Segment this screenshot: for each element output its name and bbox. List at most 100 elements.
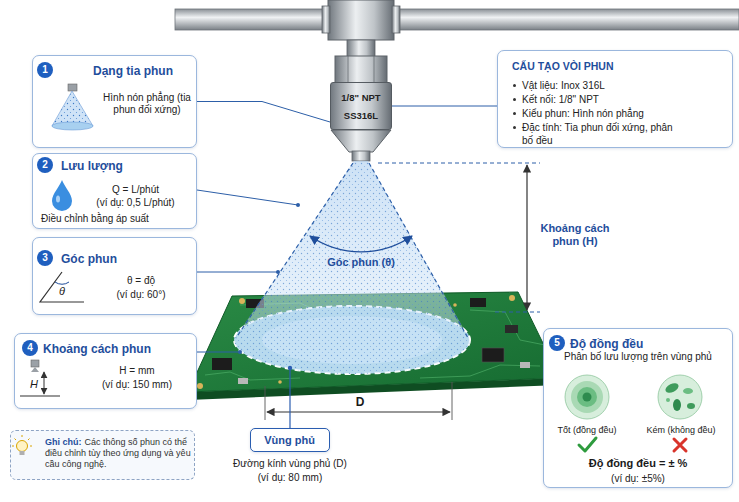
callout-circle [549,335,565,351]
box-text: (ví dụ: 150 mm) [83,379,191,391]
box-heading: Góc phun [61,252,181,266]
callout-circle [37,250,53,266]
pcb-pad [509,295,515,301]
pcb-trace [205,372,300,380]
pcb-chip [212,358,232,370]
callout-circle [37,157,53,173]
pcb-pad [278,380,282,384]
uneven-blob [673,399,681,411]
dimension-extension [495,312,540,313]
supply-pipe [175,9,739,30]
dimension-extension [452,382,453,420]
box-text: Phân bố lưu lượng trên vùng phủ [544,351,732,363]
pcb-pad [197,383,203,389]
box-text: Tốt (đồng đều) [546,424,628,436]
diameter-example: (ví dụ: 80 mm) [215,472,365,484]
nozzle-icon [31,360,39,367]
parameter-box: Dạng tia phunHình nón phẳng (tia phun đố… [32,55,197,148]
pcb-resistor [520,362,530,368]
note-box: Ghi chú:Các thông số phun có thể điều ch… [10,430,195,480]
box-text: Q = L/phút [78,184,193,196]
box-heading: Lưu lượng [61,159,181,173]
uneven-disc [658,375,702,419]
ground-line [20,395,60,396]
fitting-ring [322,6,330,33]
bulb-base [20,451,25,455]
cone-icon [52,91,93,126]
box-heading: Dạng tia phun [93,64,213,78]
uneven-blob [666,398,670,402]
pipe-stub [347,40,375,57]
spray-droplets [234,161,470,374]
box-text: Vùng phủ [251,434,328,446]
parameter-box: Góc phun θ = độ (ví dụ: 60°) [32,237,197,315]
uneven-blob [664,381,680,394]
box-heading: Độ đồng đều [570,337,720,351]
leader-line [289,368,290,428]
cone-icon-droplets [52,91,93,126]
note-heading: Ghi chú: [45,437,82,447]
distance-icon-arrow [44,372,45,394]
angle-icon [40,272,84,302]
bullet-dot [513,126,516,129]
uniform-ring [565,375,609,419]
uniform-ring [583,393,592,402]
bulb-icon [17,441,28,452]
leader-dot [276,270,280,274]
bullet-item: Vật liệu: Inox 316L [522,79,692,92]
pcb-pad [239,298,245,304]
cross-mark [674,439,686,451]
angle-arc [310,236,412,252]
fitting-ring [392,6,400,33]
uneven-blob [687,403,695,409]
note-text: Ghi chú:Các thông số phun có thể điều ch… [45,437,191,470]
leader-line [197,352,240,353]
spec-box: CẤU TẠO VÒI PHUNVật liệu: Inox 316LKết n… [497,50,733,148]
pcb-trace [470,310,545,345]
box-text: Kém (không đều) [636,424,726,436]
drop-highlight [56,196,60,203]
box-text: θ = độ [91,275,191,287]
leader-dot [288,366,292,370]
leader-dot [296,203,300,207]
box-text: H = mm [83,365,191,377]
bullet-item: Đặc tính: Tia phun đối xứng, phân bố đều [522,121,682,147]
angle-icon-arc [55,282,69,284]
bullet-dot [513,98,516,101]
pcb-chip [470,298,486,307]
leader-connector [197,102,330,123]
cone-edge [236,163,353,338]
check-mark [579,438,596,451]
nozzle-icon-tip [31,367,39,372]
connector-group [197,102,497,123]
box-text: (ví dụ: 60°) [91,289,191,301]
diameter-dimension [267,411,450,412]
parameter-box: Lưu lượngQ = L/phút(ví dụ: 0,5 L/phút)Đi… [32,153,197,229]
nozzle-taper [331,130,391,152]
drop-icon [52,180,72,211]
hex-edge [348,56,349,83]
leader-line [197,272,278,273]
uniform-ring [577,387,597,407]
pcb-chip [482,348,504,362]
pcb-resistor [238,378,248,384]
uniform-ring [571,381,603,413]
dimension-extension [378,163,540,164]
bulb-rays [12,435,32,446]
callout-circle [37,62,53,78]
zone-label-box: Vùng phủ [250,428,330,452]
distance-label: Khoảng cách phun (H) [534,222,616,248]
tee-fitting [328,0,394,40]
nozzle-icon [68,84,77,91]
leader-connector [392,106,497,107]
nozzle-body: 1/8" NPTSS316L [330,82,392,130]
hex-nut [335,56,387,83]
distance-dimension [526,165,527,310]
bullet-item: Kiểu phun: Hình nón phẳng [522,107,692,120]
box-text: 1/8" NPT [331,92,391,104]
bullet-item: Kết nối: 1/8" NPT [522,93,692,106]
leader-dot [238,350,242,354]
uneven-blob [683,388,693,394]
